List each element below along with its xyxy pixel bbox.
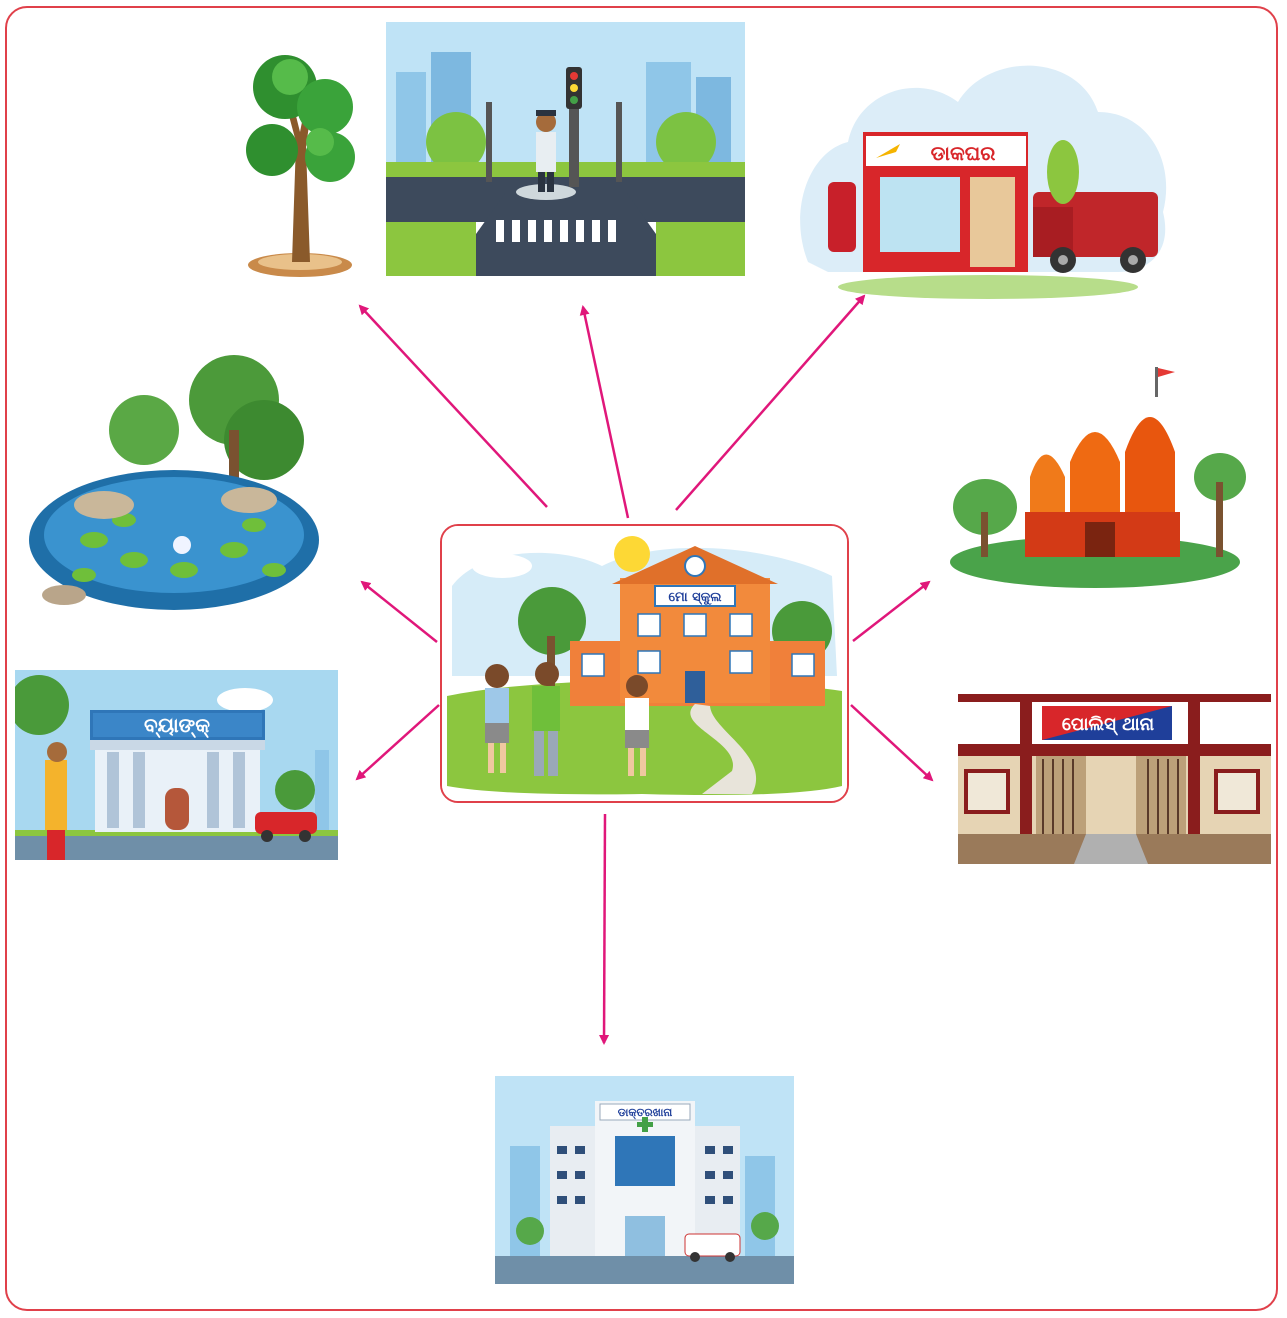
post-office-image: ଡାକଘର bbox=[788, 32, 1176, 310]
temple-image bbox=[945, 362, 1250, 592]
hospital-image: ଡାକ୍ତରଖାନା bbox=[495, 1076, 794, 1284]
bank-image: ବ୍ୟାଙ୍କ୍ bbox=[15, 670, 338, 860]
police-station-label: ପୋଲିସ୍ ଥାନା bbox=[1062, 714, 1155, 736]
school-label: ମୋ ସ୍କୁଲ bbox=[668, 590, 722, 606]
arrow-to-pond bbox=[360, 580, 438, 643]
police-station-image: ପୋଲିସ୍ ଥାନା bbox=[958, 694, 1271, 864]
school-center-image: ମୋ ସ୍କୁଲ bbox=[440, 524, 849, 803]
arrow-to-police bbox=[850, 704, 934, 782]
arrow-to-post-office bbox=[675, 294, 866, 511]
arrow-to-bank bbox=[355, 704, 440, 781]
arrow-to-temple bbox=[852, 580, 931, 642]
arrow-to-hospital bbox=[599, 813, 610, 1045]
pond-image bbox=[24, 340, 327, 618]
bank-label: ବ୍ୟାଙ୍କ୍ bbox=[144, 713, 210, 738]
post-office-label: ଡାକଘର bbox=[931, 141, 996, 165]
hospital-label: ଡାକ୍ତରଖାନା bbox=[618, 1106, 673, 1120]
diagram-frame bbox=[5, 6, 1278, 1311]
arrow-to-tree bbox=[358, 304, 548, 508]
traffic-police-image bbox=[386, 22, 745, 276]
tree-image bbox=[240, 32, 365, 284]
arrow-to-traffic bbox=[579, 305, 630, 519]
